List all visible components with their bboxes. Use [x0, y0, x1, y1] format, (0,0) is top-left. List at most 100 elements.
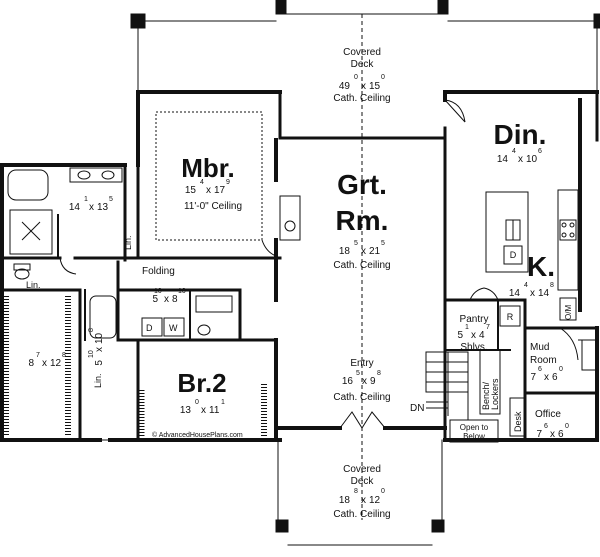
- washer-label: W: [169, 323, 178, 333]
- office-hsup: 0: [565, 423, 569, 430]
- bath-w: 14: [69, 202, 81, 213]
- pantry-w: 5: [457, 330, 463, 341]
- pantry-x: x: [471, 330, 476, 341]
- deck-bottom-w: 18: [339, 495, 351, 506]
- deck-bottom-wsup: 8: [354, 488, 358, 495]
- great-room-hsup: 5: [381, 240, 385, 247]
- deck-top-wsup: 0: [354, 74, 358, 81]
- great-room-name1: Grt.: [337, 169, 387, 200]
- mud-name1: Mud: [530, 342, 549, 353]
- br2-h: 11: [209, 405, 220, 416]
- dryer-label: D: [146, 323, 153, 333]
- entry-hsup: 8: [377, 370, 381, 377]
- kitchen-name: K.: [527, 251, 555, 282]
- deck-top-h: 15: [369, 81, 381, 92]
- closet-wsup: 7: [36, 352, 40, 359]
- entry-w: 16: [342, 376, 354, 387]
- stairs-down-label: DN: [410, 403, 424, 414]
- lin-label-3: Lin.: [93, 373, 103, 388]
- folding-h: 8: [172, 294, 178, 305]
- open-to-below-2: Below: [463, 432, 485, 441]
- pantry-note: Shlvs.: [460, 342, 487, 353]
- mbr-wsup: 4: [200, 179, 204, 186]
- kitchen-x: x: [530, 288, 535, 299]
- closet-h: 12: [50, 358, 62, 369]
- dining-name: Din.: [494, 119, 547, 150]
- br2-name: Br.2: [177, 368, 226, 398]
- deck-bottom-note: Cath. Ceiling: [333, 509, 390, 520]
- folding-name: Folding: [142, 266, 175, 277]
- closet-x: x: [42, 358, 47, 369]
- pantry-wsup: 1: [465, 324, 469, 331]
- deck-bottom-name1: Covered: [343, 464, 381, 475]
- lin-label-1: Lin.: [123, 235, 133, 250]
- br2-x: x: [201, 405, 206, 416]
- entry-wsup: 5: [356, 370, 360, 377]
- mud-h: 6: [552, 372, 558, 383]
- folding-x: x: [164, 294, 169, 305]
- deck-top-note: Cath. Ceiling: [333, 93, 390, 104]
- mud-w: 7: [530, 372, 536, 383]
- office-name: Office: [535, 409, 561, 420]
- dishwasher-label: D: [510, 250, 517, 260]
- dining-w: 14: [497, 154, 509, 165]
- dining-x: x: [518, 154, 523, 165]
- entry-x: x: [362, 376, 367, 387]
- deck-bottom-x: x: [361, 495, 366, 506]
- mud-name2: Room: [530, 355, 557, 366]
- br2-w: 13: [180, 405, 192, 416]
- office-w: 7: [536, 429, 542, 440]
- deck-top-hsup: 0: [381, 74, 385, 81]
- deck-top-name1: Covered: [343, 47, 381, 58]
- great-room-note: Cath. Ceiling: [333, 260, 390, 271]
- bath-h: 13: [97, 202, 109, 213]
- office-h: 6: [558, 429, 564, 440]
- deck-top-w: 49: [339, 81, 351, 92]
- lin-label-2: Lin.: [26, 280, 41, 290]
- bath2-h: 10: [94, 332, 105, 344]
- great-room-w: 18: [339, 246, 351, 257]
- folding-hsup: 10: [178, 288, 186, 295]
- bath2-wsup: 10: [88, 350, 95, 358]
- bath2-x: x: [94, 347, 105, 352]
- mbr-x: x: [206, 185, 211, 196]
- bath-x: x: [89, 202, 94, 213]
- br2-wsup: 0: [195, 399, 199, 406]
- kitchen-h: 14: [538, 288, 550, 299]
- entry-h: 9: [370, 376, 376, 387]
- dining-wsup: 4: [512, 148, 516, 155]
- mbr-name: Mbr.: [181, 153, 234, 183]
- mud-x: x: [544, 372, 549, 383]
- mbr-h: 17: [214, 185, 226, 196]
- entry-name: Entry: [350, 358, 373, 369]
- great-room-wsup: 5: [354, 240, 358, 247]
- pantry-h: 4: [479, 330, 485, 341]
- entry-note: Cath. Ceiling: [333, 392, 390, 403]
- bench-label-2: Lockers: [490, 378, 500, 410]
- bath-wsup: 1: [84, 196, 88, 203]
- office-wsup: 6: [544, 423, 548, 430]
- great-room-h: 21: [369, 246, 381, 257]
- oven-micro-label: O/M: [564, 305, 573, 320]
- great-room-name2: Rm.: [336, 205, 389, 236]
- dining-h: 10: [526, 154, 538, 165]
- deck-bottom-h: 12: [369, 495, 381, 506]
- open-to-below-1: Open to: [460, 423, 489, 432]
- bath2-w: 5: [94, 360, 105, 366]
- folding-w: 5: [152, 294, 158, 305]
- great-room-x: x: [361, 246, 366, 257]
- pantry-name: Pantry: [460, 314, 489, 325]
- deck-bottom-name2: Deck: [351, 476, 375, 487]
- closet-w: 8: [28, 358, 34, 369]
- deck-top-x: x: [361, 81, 366, 92]
- kitchen-wsup: 4: [524, 282, 528, 289]
- bath2-hsup: 8: [88, 328, 95, 332]
- folding-wsup: 10: [154, 288, 162, 295]
- deck-bottom-hsup: 0: [381, 488, 385, 495]
- office-x: x: [550, 429, 555, 440]
- desk-label: Desk: [513, 411, 523, 432]
- refrigerator-label: R: [507, 312, 514, 322]
- details: [3, 14, 598, 520]
